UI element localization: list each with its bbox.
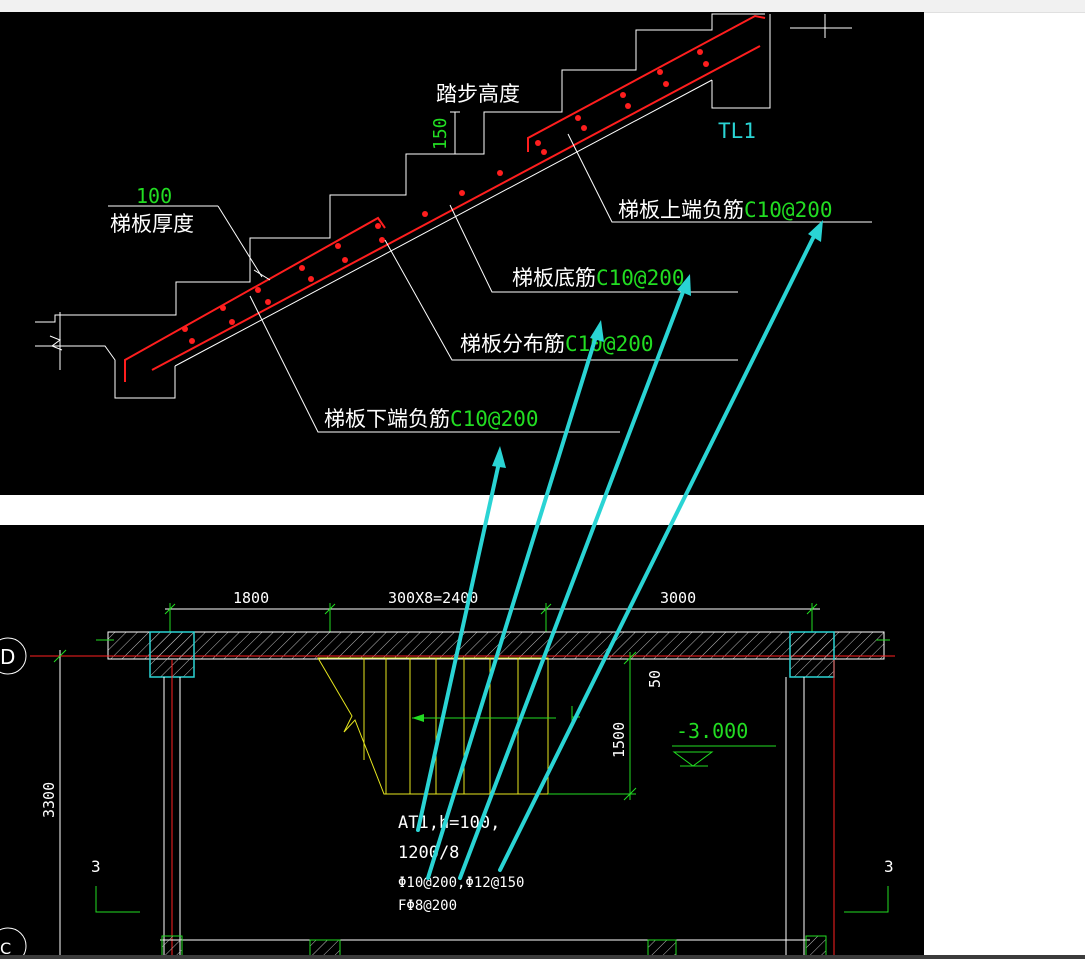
- stair-plan-svg: 1800 300X8=2400 3000 D C 3: [0, 589, 895, 955]
- stair-plan-drawing: 1800 300X8=2400 3000 D C 3: [0, 525, 924, 955]
- stair-treads: [363, 658, 519, 794]
- rebar-bottom: [151, 45, 761, 371]
- step-height-label: 踏步高度: [436, 82, 520, 106]
- rebar-dots: [182, 49, 709, 344]
- axis-c-label: C: [0, 939, 11, 955]
- lower-landing-outline: [35, 345, 176, 399]
- top-negative-label: 梯板上端负筋C10@200: [618, 198, 833, 222]
- section-mark-right-bracket: [844, 886, 889, 913]
- section-cut-mark: [571, 706, 580, 728]
- axis-vertical-lines: [171, 660, 835, 955]
- note-line-3: Φ10@200,Φ12@150: [398, 875, 524, 891]
- axis-c-bubble[interactable]: [0, 927, 27, 955]
- stair-steps-outline: [35, 13, 765, 323]
- stair-flight-outline: [317, 657, 549, 795]
- stair-section-drawing: 150 踏步高度 TL1 100 梯板厚度 梯板上端负筋C10@200 梯板底筋…: [0, 12, 924, 495]
- tl1-label: TL1: [718, 119, 756, 143]
- slab-soffit-line: [174, 79, 713, 367]
- section-mark-left: 3: [91, 857, 101, 876]
- bottom-rebar-label: 梯板底筋C10@200: [512, 266, 685, 290]
- thickness-label: 梯板厚度: [110, 212, 194, 236]
- axis-d-label: D: [0, 645, 15, 669]
- axis-d-bubble[interactable]: [0, 637, 27, 675]
- dim-3300-text: 3300: [40, 782, 58, 818]
- break-symbol: [49, 335, 63, 351]
- walk-arrow: [412, 714, 424, 722]
- thickness-leader: [217, 205, 263, 278]
- dim-100-text: 100: [136, 184, 172, 208]
- tl1-beam-outline: [711, 14, 771, 109]
- elevation-triangle: [672, 751, 714, 767]
- thickness-tick: [253, 269, 271, 281]
- column-right: [789, 631, 835, 678]
- dim-1500-text: 1500: [610, 722, 628, 758]
- section-mark-left-bracket: [95, 886, 140, 913]
- rebar-upper-negative: [527, 14, 766, 152]
- bottom-scrollbar[interactable]: [0, 955, 1085, 959]
- dim-3000: 3000: [660, 589, 696, 607]
- dim-150-text: 150: [430, 117, 451, 150]
- note-line-4: FΦ8@200: [398, 898, 457, 914]
- leader-top-negative: [567, 133, 872, 223]
- rebar-lower-negative: [124, 216, 386, 382]
- note-line-2: 1200/8: [398, 843, 459, 863]
- dim-50-text: 50: [646, 670, 664, 688]
- section-mark-right: 3: [884, 857, 894, 876]
- distribution-rebar-label: 梯板分布筋C10@200: [460, 332, 654, 356]
- dim-1800: 1800: [233, 589, 269, 607]
- stair-section-svg: 150 踏步高度 TL1 100 梯板厚度 梯板上端负筋C10@200 梯板底筋…: [35, 13, 872, 433]
- lower-negative-label: 梯板下端负筋C10@200: [324, 407, 539, 431]
- bottom-columns: [161, 935, 827, 955]
- elevation-text: -3.000: [676, 719, 748, 743]
- dim-3300-tick: [53, 649, 67, 663]
- note-line-1: AT1,h=100,: [398, 813, 500, 833]
- dim-2400: 300X8=2400: [388, 589, 478, 607]
- dim-chain-ticks: [164, 603, 818, 632]
- top-wall: [107, 631, 885, 660]
